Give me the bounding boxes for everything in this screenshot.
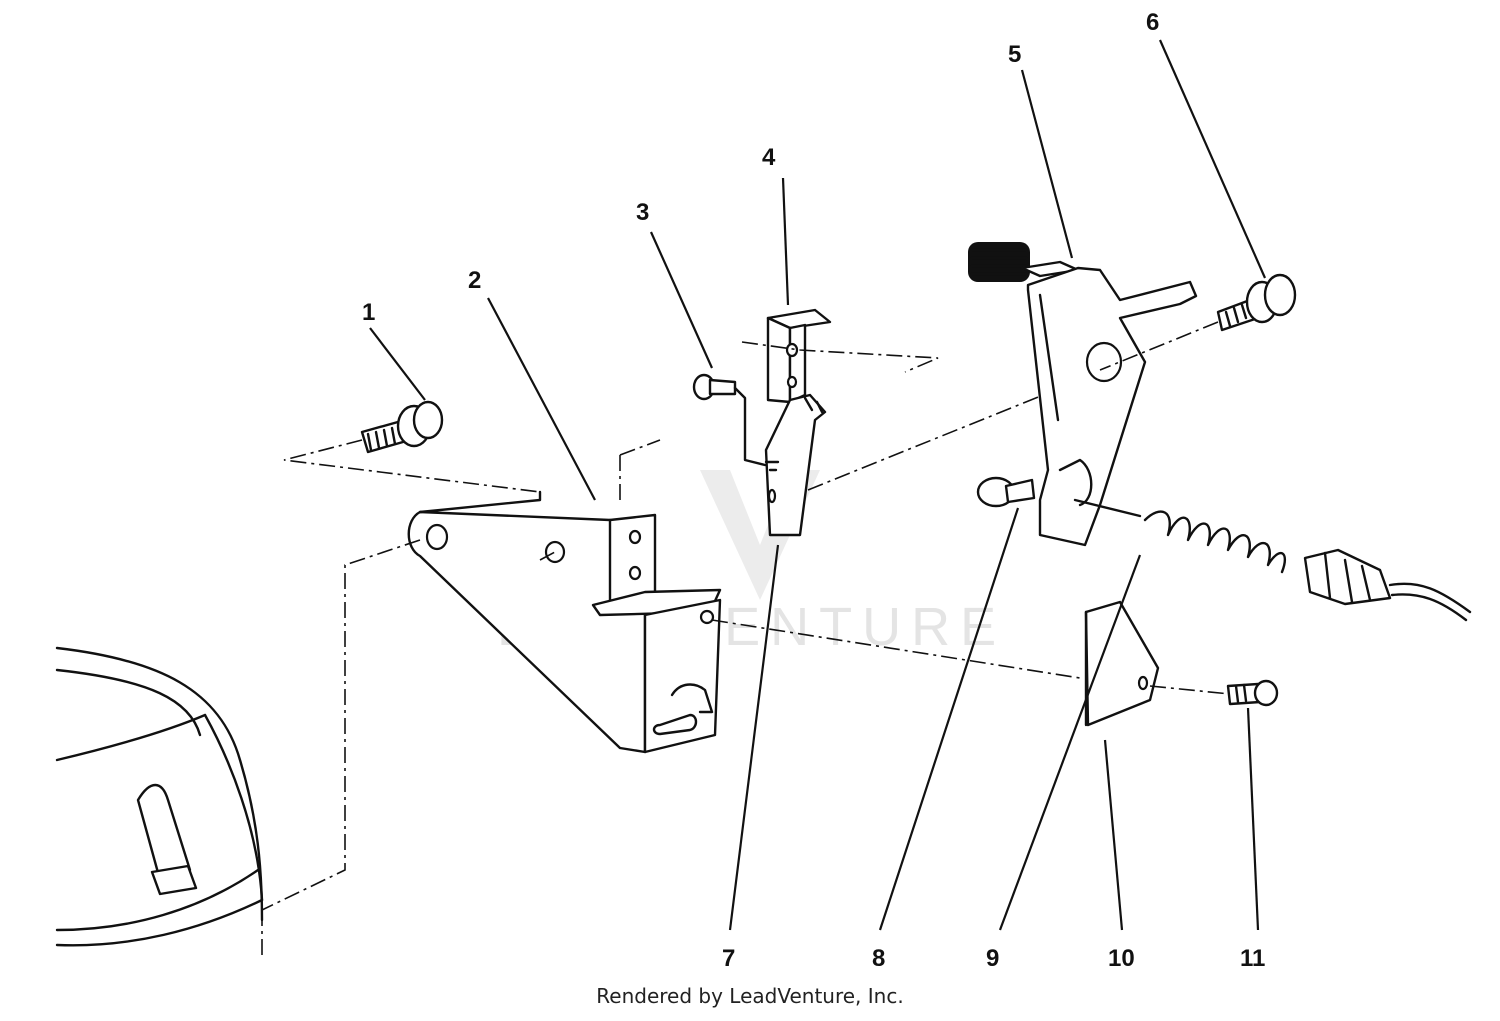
render-credit: Rendered by LeadVenture, Inc. [596, 984, 903, 1008]
callout-2: 2 [468, 267, 481, 294]
leader-lines [369, 39, 1267, 931]
part-11-screw [1226, 679, 1279, 707]
callout-9: 9 [986, 945, 999, 972]
callout-7: 7 [722, 945, 735, 972]
deck-housing [55, 646, 264, 955]
part-10-plate [711, 600, 1231, 727]
callout-1: 1 [362, 299, 375, 326]
callout-8: 8 [872, 945, 885, 972]
part-5-control-arm [968, 242, 1198, 547]
part-6-bolt [1099, 273, 1297, 371]
callout-4: 4 [762, 144, 776, 171]
part-4-clip [741, 308, 939, 404]
callout-3: 3 [636, 199, 649, 226]
part-9-cable [1073, 498, 1472, 622]
callout-11: 11 [1240, 945, 1265, 972]
callout-6: 6 [1146, 9, 1159, 36]
part-1-bolt [283, 400, 541, 493]
callout-5: 5 [1008, 41, 1021, 68]
part-8-knob [976, 476, 1036, 508]
part-3-pin [692, 373, 767, 467]
callout-numbers: 1 2 3 4 5 6 7 8 9 10 11 [362, 9, 1265, 972]
part-2-bracket [407, 439, 722, 754]
callout-10: 10 [1108, 945, 1135, 972]
part-7-lever [764, 367, 1111, 537]
